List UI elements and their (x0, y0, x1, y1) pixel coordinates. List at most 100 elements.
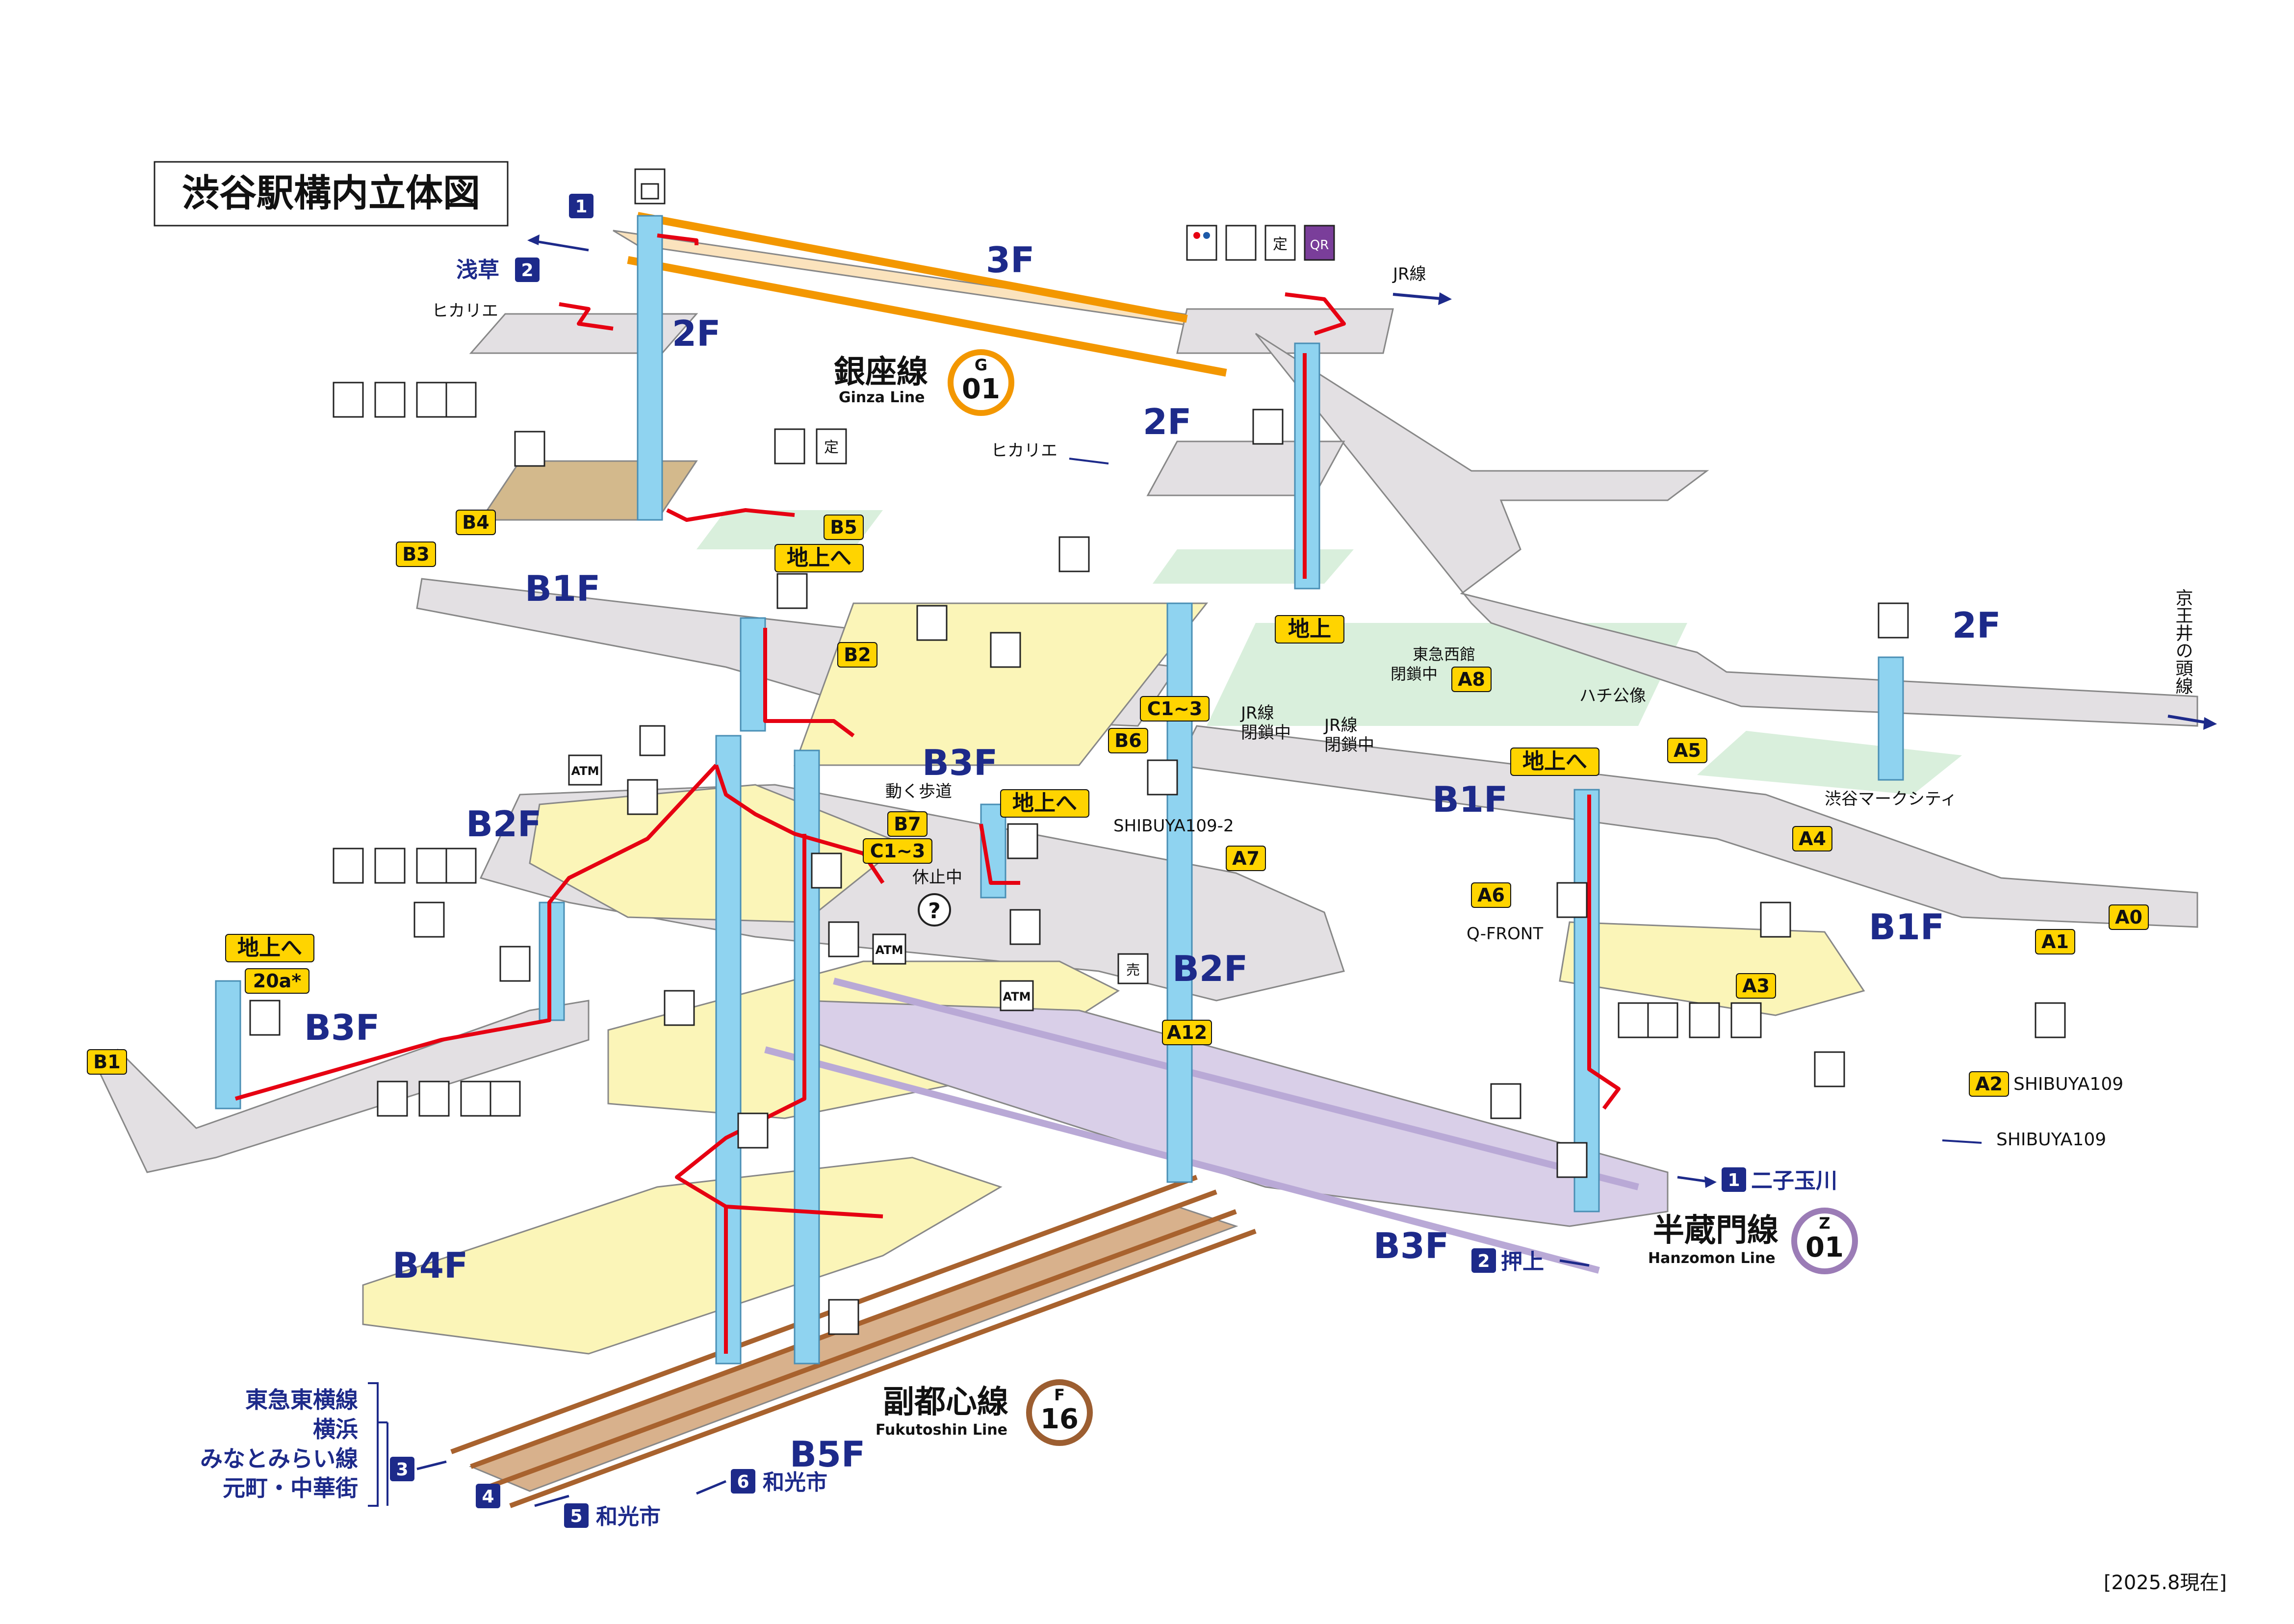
locker-icon-b2f-center (828, 921, 859, 957)
floor-b4f (362, 1157, 1003, 1355)
exit-a6[interactable]: A6 (1471, 882, 1511, 908)
elevator-icon-2f-east (1878, 602, 1909, 639)
elevator-shaft (1573, 789, 1600, 1212)
elevator-icon-b1f (776, 573, 808, 609)
svg-text:C1~3: C1~3 (1147, 698, 1203, 720)
route-ginza-east (1285, 292, 1346, 335)
platform-6-wakoshi: 6 和光市 (696, 1469, 827, 1495)
exit-a2[interactable]: A2 (1969, 1071, 2009, 1097)
svg-text:A7: A7 (1232, 848, 1260, 869)
exit-a1[interactable]: A1 (2035, 929, 2075, 954)
elevator-icon-b1f-center (1058, 536, 1090, 572)
exit-c1-3-lower[interactable]: C1~3 (863, 838, 932, 864)
platform-4: 4 (476, 1484, 500, 1508)
floor-label-b3f-center: B3F (922, 742, 998, 783)
platform-1-ginza: 1 (569, 194, 593, 218)
svg-text:ATM: ATM (876, 943, 903, 957)
elevator-icon-b4f (737, 1112, 769, 1149)
svg-text:元町・中華街: 元町・中華街 (223, 1475, 358, 1501)
svg-text:3: 3 (396, 1460, 408, 1480)
route-b3f-b4f (675, 834, 883, 1218)
exit-20a[interactable]: 20a* (245, 968, 309, 994)
svg-text:G: G (975, 356, 987, 374)
accessible-routes (234, 233, 1621, 1354)
svg-text:B3: B3 (402, 543, 429, 565)
svg-text:?: ? (928, 899, 941, 924)
floor-label-b1f-center: B1F (1432, 779, 1508, 820)
exit-b1[interactable]: B1 (87, 1049, 127, 1075)
exit-c1-3-upper[interactable]: C1~3 (1140, 696, 1210, 722)
svg-text:B5: B5 (830, 516, 857, 538)
atm-icon-b2f-center[interactable]: ATM (1000, 980, 1034, 1011)
platform-5-wakoshi: 5 和光市 (534, 1495, 661, 1529)
exit-b6[interactable]: B6 (1108, 728, 1148, 753)
svg-text:C1~3: C1~3 (870, 840, 926, 862)
floor-label-b3f-hanzomon: B3F (1373, 1225, 1449, 1266)
elevator-shaft (637, 215, 663, 521)
svg-text:横浜: 横浜 (313, 1416, 358, 1443)
passage-2f-east (1255, 333, 2198, 727)
atm-icon-b2f[interactable]: ATM (568, 754, 602, 786)
label-markcity: 渋谷マークシティ (1825, 789, 1957, 809)
exit-to-ground-b5[interactable]: 地上へ (774, 544, 864, 572)
floor-label-b5f: B5F (790, 1434, 865, 1475)
exit-a3[interactable]: A3 (1736, 973, 1776, 999)
floor-label-b2f-west: B2F (466, 803, 541, 845)
exit-b7[interactable]: B7 (887, 811, 928, 837)
svg-text:半蔵門線: 半蔵門線 (1653, 1212, 1778, 1249)
label-shibuya109-passage: SHIBUYA109 (1996, 1130, 2106, 1150)
exit-to-ground-c[interactable]: 地上へ (1000, 789, 1089, 818)
exit-a5[interactable]: A5 (1667, 738, 1707, 763)
floor-label-b4f: B4F (392, 1245, 468, 1286)
info-icon[interactable]: ? (918, 893, 951, 927)
platform-2-oshiage: 2 押上 (1471, 1248, 1590, 1274)
route-hanzomon (1587, 795, 1621, 1110)
ginza-concourse-east (1176, 308, 1394, 354)
exit-a12[interactable]: A12 (1162, 1020, 1212, 1045)
exit-b5[interactable]: B5 (824, 515, 864, 540)
ground-area-markcity (1697, 731, 1962, 795)
label-shibuya109-a2: SHIBUYA109 (2013, 1074, 2123, 1094)
exit-to-ground-hanzomon[interactable]: 地上へ (1510, 748, 1599, 776)
exit-ground-hachiko[interactable]: 地上 (1275, 615, 1344, 644)
route-2f-lower (666, 508, 795, 522)
exit-b4[interactable]: B4 (456, 510, 496, 535)
elevator-shaft (715, 735, 742, 1365)
exit-b2[interactable]: B2 (837, 642, 877, 668)
label-jr-line-a: JR線 (1240, 703, 1274, 723)
exit-a4[interactable]: A4 (1792, 826, 1832, 851)
shop-icon: 売 (1117, 953, 1149, 984)
label-hikarie-mid: ヒカリエ (991, 441, 1057, 461)
svg-text:B1: B1 (93, 1051, 120, 1073)
svg-text:20a*: 20a* (253, 970, 302, 992)
exit-a7[interactable]: A7 (1226, 846, 1266, 871)
locker-icon-hanzomon (1490, 1083, 1521, 1119)
floor-2f-west-lower (479, 460, 698, 521)
teiki-icon-3f: 定 (1264, 225, 1296, 261)
svg-text:F: F (1054, 1386, 1065, 1404)
exit-b3[interactable]: B3 (396, 541, 436, 567)
svg-text:A2: A2 (1975, 1073, 2003, 1095)
svg-text:QR: QR (1310, 238, 1329, 253)
ticket-machine-icon-a2 (1814, 1051, 1845, 1087)
ticket-machine-icon-b1f (990, 632, 1021, 668)
svg-text:Hanzomon Line: Hanzomon Line (1648, 1250, 1776, 1267)
locker-icon-b2f (413, 902, 445, 938)
floor-b1f-east (1176, 725, 2198, 928)
atm-icon-b3f[interactable]: ATM (872, 933, 906, 965)
exit-a8[interactable]: A8 (1451, 667, 1492, 692)
svg-text:Z: Z (1819, 1214, 1830, 1233)
elevator-icon-b3f-center (1007, 823, 1038, 859)
restroom-icons-2f-west (333, 382, 477, 418)
ticket-machine-icon-b2f (627, 779, 658, 815)
exit-a0[interactable]: A0 (2109, 904, 2149, 930)
svg-text:ATM: ATM (1003, 990, 1031, 1004)
svg-text:和光市: 和光市 (596, 1504, 661, 1529)
svg-text:16: 16 (1040, 1403, 1079, 1435)
svg-text:浅草: 浅草 (456, 258, 499, 283)
hanzomon-track-1 (833, 978, 1639, 1190)
exit-to-ground-20a[interactable]: 地上へ (225, 934, 314, 962)
svg-text:A6: A6 (1477, 884, 1505, 906)
fukutoshin-track-1 (450, 1175, 1198, 1454)
